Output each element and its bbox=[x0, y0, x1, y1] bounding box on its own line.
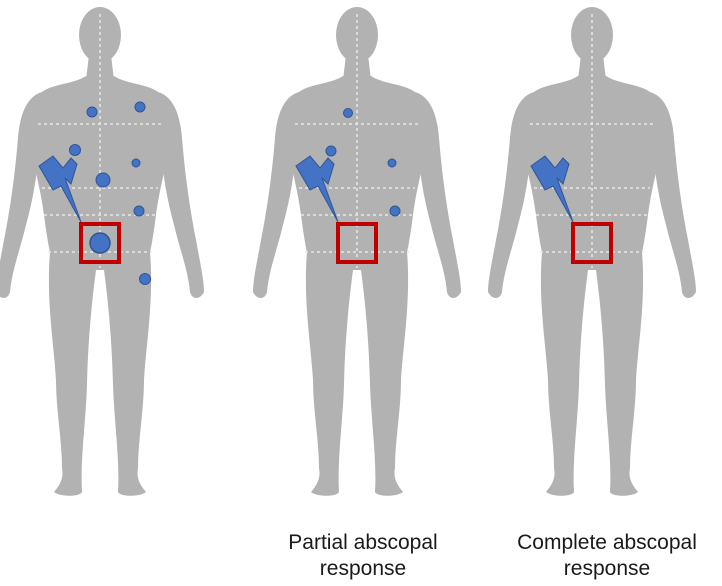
caption-partial-line1: Partial abscopal bbox=[253, 530, 473, 556]
metastasis bbox=[344, 109, 353, 118]
metastasis bbox=[96, 173, 110, 187]
metastasis bbox=[390, 206, 400, 216]
metastasis bbox=[135, 102, 145, 112]
metastasis bbox=[70, 145, 81, 156]
metastasis bbox=[140, 274, 151, 285]
caption-partial: Partial abscopal response bbox=[253, 530, 473, 582]
figure-complete bbox=[488, 7, 696, 496]
caption-partial-line2: response bbox=[253, 556, 473, 582]
irradiated-lesion bbox=[90, 233, 110, 253]
metastasis bbox=[326, 146, 336, 156]
metastasis bbox=[87, 107, 97, 117]
metastasis bbox=[134, 206, 144, 216]
caption-complete-line2: response bbox=[497, 556, 717, 582]
figure-partial bbox=[253, 7, 461, 496]
metastasis bbox=[388, 159, 396, 167]
metastasis bbox=[132, 159, 140, 167]
caption-complete-line1: Complete abscopal bbox=[497, 530, 717, 556]
caption-complete: Complete abscopal response bbox=[497, 530, 717, 582]
